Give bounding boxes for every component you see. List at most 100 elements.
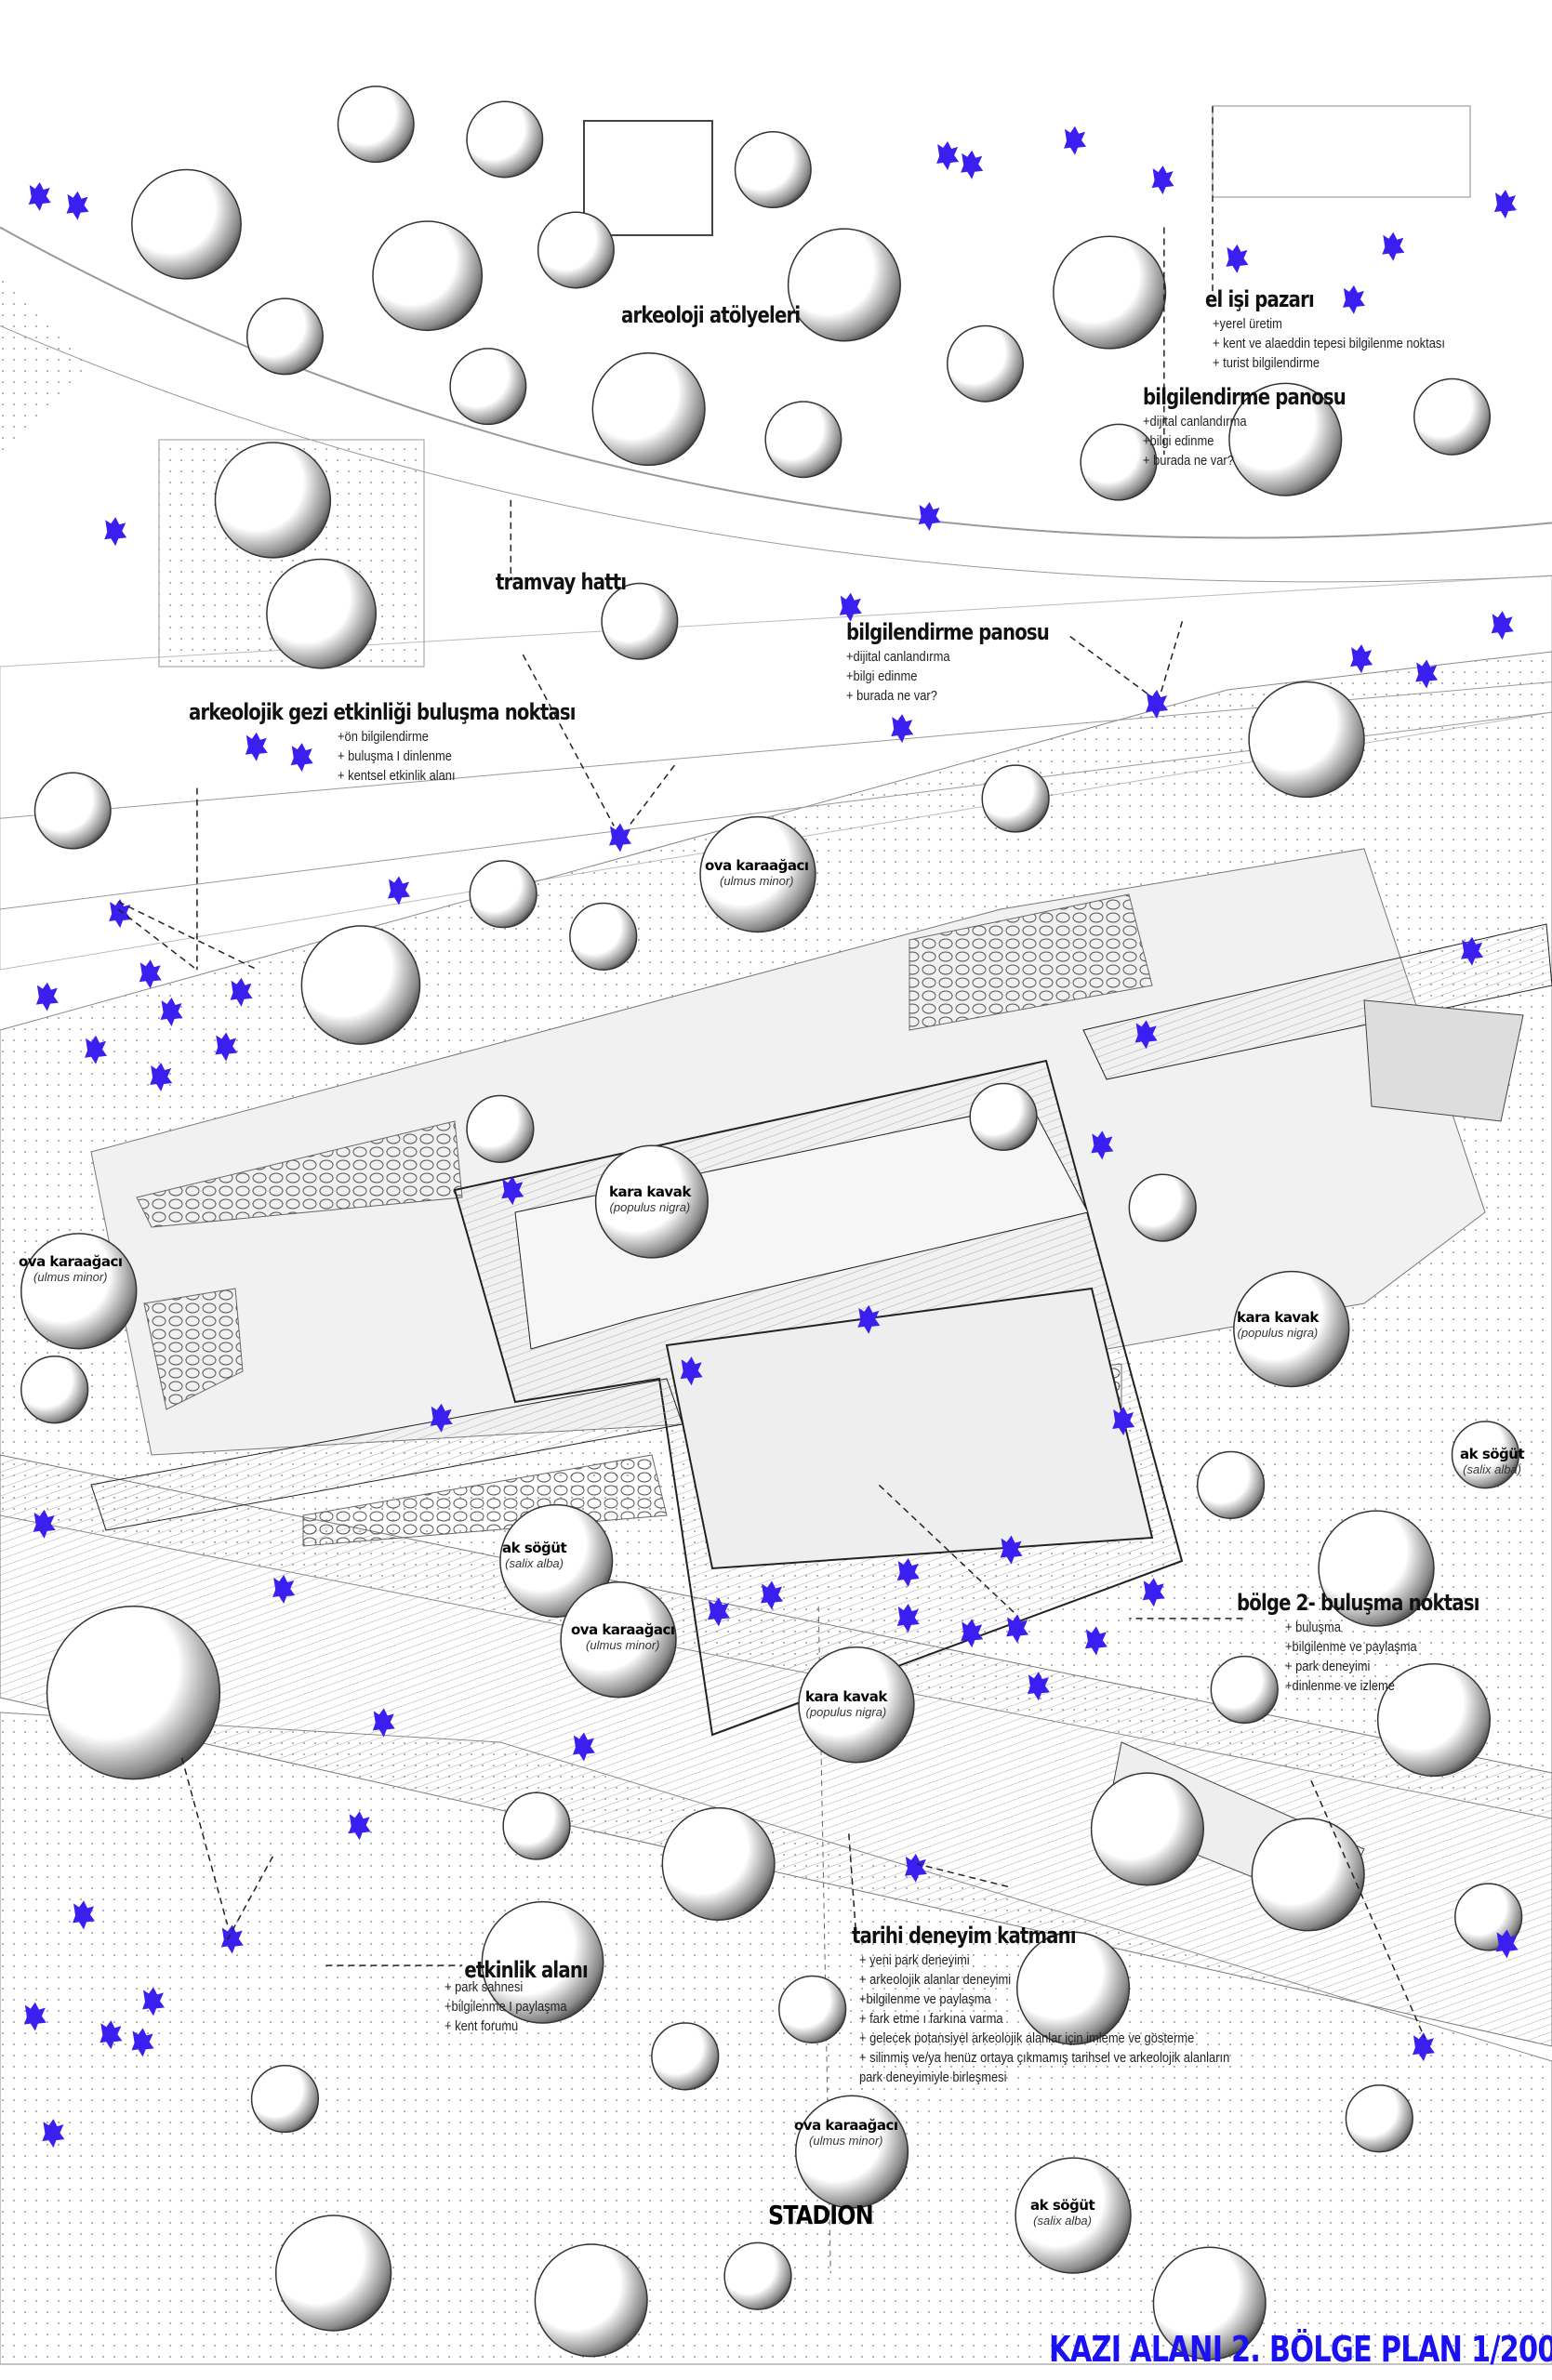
person-icon: [220, 1924, 244, 1954]
person-icon: [272, 1574, 296, 1604]
tree-label: ova karaağacı(ulmus minor): [571, 1621, 675, 1652]
tree-label: kara kavak(populus nigra): [1237, 1309, 1319, 1340]
trees-layer: [20, 86, 1523, 2360]
tree-canopy-icon: [481, 1900, 604, 2024]
tree-canopy-icon: [274, 2215, 392, 2332]
tree-canopy-icon: [449, 348, 527, 426]
tree-canopy-icon: [1228, 382, 1343, 496]
person-icon: [1382, 231, 1405, 261]
label-heading: arkeoloji atölyeleri: [621, 302, 801, 328]
person-icon: [857, 1304, 881, 1334]
person-icon: [1091, 1130, 1114, 1160]
tree-canopy-icon: [798, 1646, 915, 1764]
tree-species: (populus nigra): [1237, 1326, 1319, 1340]
label-item: + fark etme ı farkına varma: [859, 2011, 1003, 2027]
leader-line: [878, 1484, 1016, 1615]
tree-canopy-icon: [1248, 681, 1365, 799]
tree-name: ova karaağacı: [705, 857, 809, 874]
label-arkeolojik-gezi: arkeolojik gezi etkinliği buluşma noktas…: [189, 699, 660, 786]
label-heading: bölge 2- buluşma noktası: [1237, 1590, 1479, 1616]
road-curve: [0, 226, 1552, 539]
label-heading: tarihi deneyim katmanı: [852, 1923, 1077, 1949]
tree-canopy-icon: [1015, 2157, 1132, 2274]
label-item: + burada ne var?: [1143, 453, 1234, 469]
tree-canopy-icon: [499, 1503, 614, 1618]
leader-line: [226, 1856, 274, 1940]
tree-name: ak söğüt: [1030, 2197, 1095, 2214]
label-item: + park deneyimi: [1285, 1659, 1371, 1674]
person-icon: [936, 141, 960, 170]
tree-canopy-icon: [981, 764, 1050, 833]
label-heading: tramvay hattı: [496, 569, 627, 595]
excavation-cobbles: [302, 1454, 668, 1547]
tree-canopy-icon: [947, 324, 1024, 403]
tree-canopy-icon: [1053, 235, 1167, 350]
person-icon: [918, 501, 941, 531]
tree-canopy-icon: [502, 1792, 571, 1860]
tree-name: kara kavak: [1237, 1309, 1319, 1326]
person-icon: [961, 150, 984, 179]
leader-line: [1310, 1779, 1426, 2039]
tree-canopy-icon: [1015, 1931, 1131, 2045]
tree-species: (ulmus minor): [586, 1638, 660, 1652]
leader-line: [522, 654, 615, 826]
person-icon: [348, 1811, 371, 1841]
label-item: + buluşma I dinlenme: [338, 748, 452, 764]
tree-canopy-icon: [1210, 1655, 1279, 1725]
tree-species: (populus nigra): [609, 1200, 691, 1214]
tree-canopy-icon: [466, 100, 544, 178]
label-etkinlik-alani: etkinlik alanı + park sahnesi +bilgilenm…: [444, 1957, 619, 2036]
pavilion-roof: [1363, 999, 1524, 1122]
leader-line: [1069, 635, 1153, 698]
leader-line: [1159, 621, 1184, 698]
tree-label: ova karaağacı(ulmus minor): [794, 2117, 898, 2148]
person-icon: [961, 1619, 984, 1648]
tree-canopy-icon: [1080, 423, 1158, 501]
label-item: + yeni park deneyimi: [859, 1952, 970, 1968]
person-icon: [35, 982, 59, 1012]
person-icon: [1000, 1535, 1023, 1565]
label-item: + buluşma: [1285, 1620, 1341, 1635]
label-item: +bilgi edinme: [1143, 433, 1214, 449]
tree-canopy-icon: [1345, 2084, 1413, 2153]
tree-canopy-icon: [337, 86, 415, 164]
tree-canopy-icon: [245, 298, 324, 376]
person-icon: [572, 1732, 595, 1762]
label-item: +bilgilenme ve paylaşma: [859, 1991, 991, 2007]
leader-line: [916, 1863, 1009, 1888]
person-icon: [139, 959, 162, 989]
person-icon: [150, 1063, 173, 1092]
person-icon: [104, 517, 127, 547]
tree-species: (ulmus minor): [33, 1270, 108, 1284]
tram-line-zone: [0, 575, 1552, 971]
label-item: +dijital canlandırma: [846, 649, 950, 665]
person-icon: [1027, 1672, 1050, 1701]
label-item: +ön bilgilendirme: [338, 729, 429, 745]
tree-canopy-icon: [1251, 1818, 1365, 1932]
plan-title: KAZI ALANI 2. BÖLGE PLAN 1/200: [1049, 2329, 1552, 2370]
person-icon: [142, 1987, 165, 2016]
tree-label: ova karaağacı(ulmus minor): [705, 857, 809, 888]
tree-canopy-icon: [778, 1975, 847, 2043]
person-icon: [1350, 644, 1373, 674]
tree-canopy-icon: [1413, 377, 1492, 456]
tree-canopy-icon: [266, 558, 377, 669]
tree-canopy-icon: [723, 2241, 792, 2310]
label-item: + gelecek potansiyel arkeolojik alanlar …: [859, 2030, 1195, 2046]
person-icon: [33, 1509, 56, 1539]
tree-canopy-icon: [969, 1082, 1038, 1151]
tree-label: ak söğüt(salix alba): [1460, 1446, 1525, 1476]
tree-canopy-icon: [131, 168, 242, 280]
tree-species: (populus nigra): [805, 1705, 887, 1719]
person-icon: [109, 899, 132, 928]
excavation-cobbles: [143, 1288, 244, 1410]
label-item: +yerel üretim: [1213, 316, 1282, 332]
person-icon: [1142, 1578, 1165, 1607]
person-icon: [1112, 1407, 1135, 1436]
promenade: [0, 1454, 1552, 2047]
label-el-isi-pazari: el işi pazarı +yerel üretim + kent ve al…: [1205, 286, 1483, 373]
tree-name: ova karaağacı: [794, 2117, 898, 2134]
person-icon: [66, 191, 89, 220]
tree-canopy-icon: [20, 1355, 89, 1424]
